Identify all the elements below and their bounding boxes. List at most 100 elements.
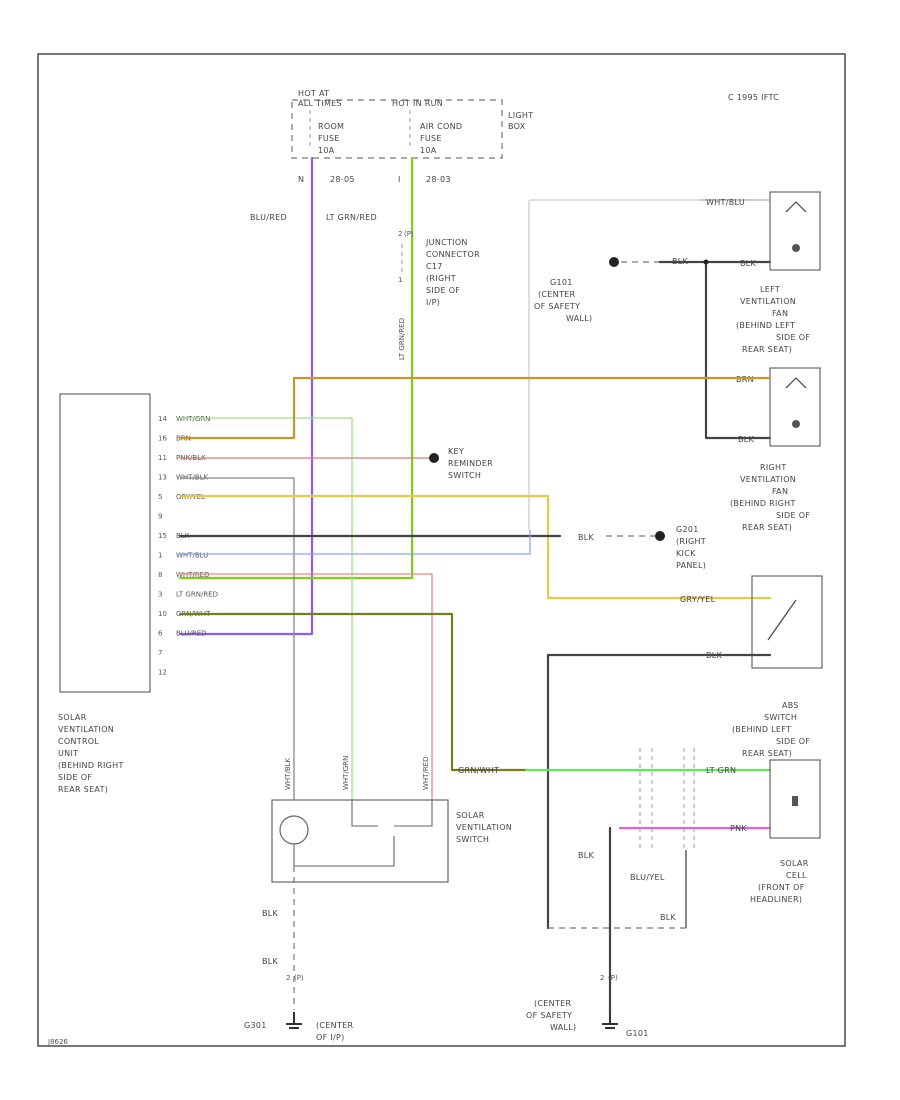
fuse-block-outline bbox=[291, 99, 503, 159]
right-fan-motor-symbol-icon bbox=[792, 420, 800, 428]
wire-gry-yel bbox=[178, 494, 772, 600]
splice-blk bbox=[703, 259, 709, 265]
junction-pin-top: 2 bbox=[398, 230, 402, 238]
g101-ground-icon bbox=[609, 257, 619, 267]
room-fuse-label: ROOM bbox=[318, 122, 344, 131]
room-fuse-amps: 10A bbox=[318, 146, 335, 155]
solar-ventilation-switch: WHT/BLK WHT/GRN WHT/RED SOLAR VENTILATIO… bbox=[271, 756, 512, 883]
g101b-location-label-2: OF SAFETY bbox=[526, 1011, 572, 1020]
hot-in-run-label: HOT IN RUN bbox=[392, 99, 443, 108]
ac-fuse-amps: 10A bbox=[420, 146, 437, 155]
abs-switch-label: ABS bbox=[782, 701, 799, 710]
abs-switch-box bbox=[751, 575, 823, 669]
g101b-location-label-3: WALL) bbox=[550, 1023, 576, 1032]
abs-switch-label-3: (BEHIND LEFT bbox=[732, 725, 791, 734]
left-fan-label-4: (BEHIND LEFT bbox=[736, 321, 795, 330]
wire-grn-wht bbox=[178, 612, 528, 772]
left-fan-label-6: REAR SEAT) bbox=[742, 345, 792, 354]
wire-wht-blk bbox=[180, 477, 295, 800]
g301-conn: (P) bbox=[294, 974, 304, 982]
control-unit-pin-number: 12 bbox=[158, 669, 167, 677]
control-unit-pin-number: 3 bbox=[158, 591, 162, 599]
solar-switch-label: SOLAR bbox=[456, 811, 485, 820]
right-fan-label-4: (BEHIND RIGHT bbox=[730, 499, 796, 508]
g201-label-4: PANEL) bbox=[676, 561, 706, 570]
wire-blu-red-label: BLU/RED bbox=[250, 213, 287, 222]
solar-switch-wht-blk-label: WHT/BLK bbox=[284, 757, 292, 790]
junction-label-4: (RIGHT bbox=[426, 274, 456, 283]
control-unit-label-6: SIDE OF bbox=[58, 773, 92, 782]
right-fan-label-6: REAR SEAT) bbox=[742, 523, 792, 532]
wire-wht-red bbox=[180, 573, 433, 800]
key-reminder-label-3: SWITCH bbox=[448, 471, 481, 480]
g201-label: G201 bbox=[676, 525, 699, 534]
hot-at-label: HOT AT bbox=[298, 89, 329, 98]
solar-cell: LT GRN PNK SOLAR CELL (FRONT OF HEADLINE… bbox=[706, 759, 821, 904]
abs-switch: GRY/YEL BLK ABS SWITCH (BEHIND LEFT SIDE… bbox=[680, 575, 823, 758]
g301-ground: BLK BLK 2 (P) G301 (CENTER OF I/P) bbox=[244, 909, 353, 1042]
wire-blk-right-fan bbox=[704, 260, 772, 440]
solar-switch-label-3: SWITCH bbox=[456, 835, 489, 844]
abs-switch-label-5: REAR SEAT) bbox=[742, 749, 792, 758]
control-unit-label-5: (BEHIND RIGHT bbox=[58, 761, 124, 770]
solar-cell-label-3: (FRONT OF bbox=[758, 883, 805, 892]
left-fan-box bbox=[769, 191, 821, 271]
control-unit-pin-wire-label: WHT/RED bbox=[176, 571, 210, 579]
solar-switch-internal bbox=[293, 836, 395, 867]
abs-switch-label-2: SWITCH bbox=[764, 713, 797, 722]
right-fan-brn-label: BRN bbox=[736, 375, 754, 384]
box-label: BOX bbox=[508, 122, 526, 131]
g101b-label: G101 bbox=[626, 1029, 649, 1038]
abs-switch-label-4: SIDE OF bbox=[776, 737, 810, 746]
g101b-ground-icon bbox=[602, 1014, 618, 1029]
left-fan-motor-symbol-icon bbox=[792, 244, 800, 252]
control-unit-pin-wire-label: WHT/BLU bbox=[176, 552, 208, 560]
wire-wht-grn bbox=[180, 417, 353, 800]
right-fan-motor-icon bbox=[785, 377, 807, 389]
term-i: I bbox=[398, 175, 401, 184]
wire-wht-blu bbox=[180, 530, 531, 555]
control-unit-label-7: REAR SEAT) bbox=[58, 785, 108, 794]
solar-switch-label-2: VENTILATION bbox=[456, 823, 512, 832]
junction-label-5: SIDE OF bbox=[426, 286, 460, 295]
g101-ground-top: G101 (CENTER OF SAFETY WALL) bbox=[534, 257, 660, 323]
control-unit-label-4: UNIT bbox=[58, 749, 78, 758]
junction-label: JUNCTION bbox=[425, 238, 468, 247]
left-fan-wht-blu-label: WHT/BLU bbox=[706, 198, 745, 207]
g101-label: G101 bbox=[550, 278, 573, 287]
solar-cell-label: SOLAR bbox=[780, 859, 809, 868]
g101b-conn: (P) bbox=[608, 974, 618, 982]
left-fan-blk-pin-label: BLK bbox=[740, 259, 757, 268]
solar-switch-wht-red-label: WHT/RED bbox=[422, 757, 430, 791]
solar-grn-wht-label: GRN/WHT bbox=[458, 766, 499, 775]
g101-ground-bottom: 2 (P) (CENTER OF SAFETY WALL) G101 bbox=[526, 974, 649, 1038]
key-reminder-label: KEY bbox=[448, 447, 464, 456]
control-unit-pin-number: 5 bbox=[158, 493, 162, 501]
solar-cell-icon bbox=[792, 796, 798, 806]
g201-ground-icon bbox=[655, 531, 665, 541]
junction-label-2: CONNECTOR bbox=[426, 250, 480, 259]
solar-switch-lamp-icon bbox=[279, 815, 309, 845]
control-unit-label: SOLAR bbox=[58, 713, 87, 722]
left-fan-blk-label: BLK bbox=[672, 257, 689, 266]
diagram-id-label: J8626 bbox=[47, 1038, 68, 1046]
control-unit-pin-number: 6 bbox=[158, 630, 163, 638]
g101-label-3: OF SAFETY bbox=[534, 302, 580, 311]
g301-blk-label: BLK bbox=[262, 909, 279, 918]
right-fan-label-3: FAN bbox=[772, 487, 788, 496]
junction-pin-bottom: 1 bbox=[398, 276, 402, 284]
g301-location-label-2: OF I/P) bbox=[316, 1033, 345, 1042]
left-fan-label-5: SIDE OF bbox=[776, 333, 810, 342]
junction-label-6: I/P) bbox=[426, 298, 440, 307]
solar-switch-box bbox=[271, 799, 449, 883]
solar-cell-lt-grn-label: LT GRN bbox=[706, 766, 736, 775]
control-unit-pin-wire-label: WHT/GRN bbox=[176, 415, 210, 423]
bottom-right-blk2-label: BLK bbox=[660, 913, 677, 922]
left-fan-label-2: VENTILATION bbox=[740, 297, 796, 306]
control-unit-pin-number: 14 bbox=[158, 415, 167, 423]
g301-blk-label-2: BLK bbox=[262, 957, 279, 966]
g201-ground: BLK G201 (RIGHT KICK PANEL) bbox=[578, 525, 706, 570]
room-fuse-label-2: FUSE bbox=[318, 134, 340, 143]
